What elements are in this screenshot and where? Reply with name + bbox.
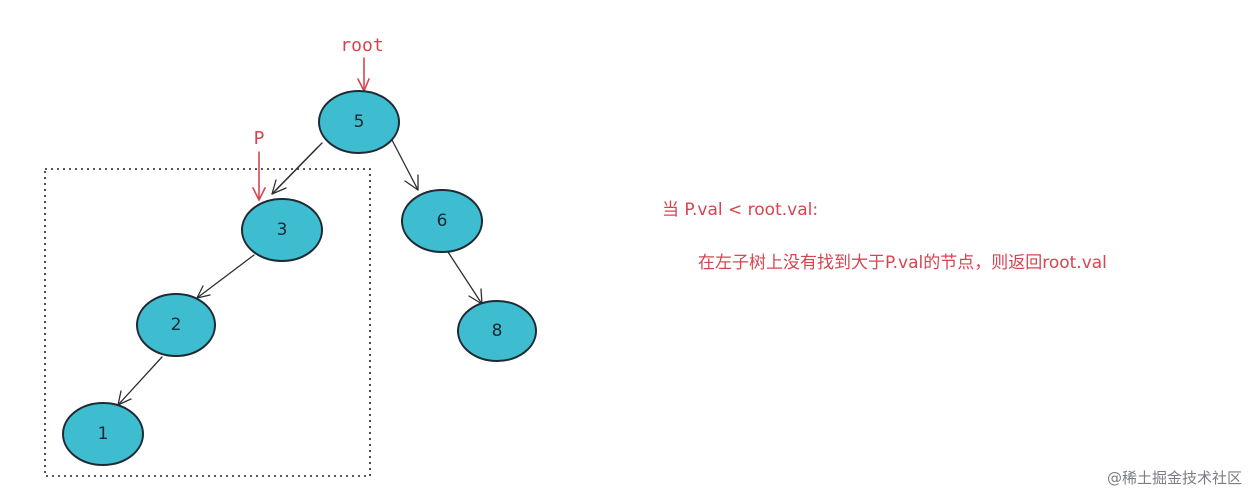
node-label: 6: [437, 211, 448, 231]
node-label: 1: [98, 424, 109, 444]
tree-node-2: 2: [136, 293, 216, 357]
condition-title: 当 P.val < root.val:: [662, 200, 819, 220]
edge-2-1: [117, 356, 163, 406]
node-label: 5: [354, 112, 365, 132]
root-pointer-arrowhead: [357, 78, 370, 92]
tree-node-1: 1: [62, 402, 144, 466]
edge-5-6-arrowhead: [404, 174, 419, 191]
condition-body: 在左子树上没有找到大于P.val的节点，则返回root.val: [698, 253, 1107, 273]
tree-edges: [117, 139, 483, 406]
root-pointer-label: root: [340, 35, 383, 56]
edge-5-3-sketch: [275, 146, 319, 191]
edge-6-8: [447, 251, 483, 305]
tree-node-3: 3: [241, 198, 323, 262]
left-subtree-box: [44, 168, 371, 477]
p-pointer: P: [252, 128, 266, 201]
watermark: @稀土掘金技术社区: [1106, 469, 1242, 487]
edge-6-8-arrowhead: [468, 288, 483, 305]
edge-2-1-arrowhead: [117, 390, 132, 406]
tree-node-5: 5: [318, 90, 400, 154]
edge-3-2: [196, 254, 255, 299]
root-pointer: root: [340, 35, 384, 92]
p-pointer-arrowhead: [252, 187, 266, 201]
edge-5-6: [391, 139, 419, 191]
tree-node-8: 8: [457, 300, 537, 362]
edge-5-3-arrowhead: [271, 179, 287, 195]
p-pointer-label: P: [254, 128, 265, 149]
node-label: 2: [171, 315, 182, 335]
node-label: 8: [492, 321, 503, 341]
tree-node-6: 6: [401, 189, 483, 253]
node-label: 3: [277, 220, 288, 240]
edge-3-2-arrowhead: [196, 285, 211, 299]
